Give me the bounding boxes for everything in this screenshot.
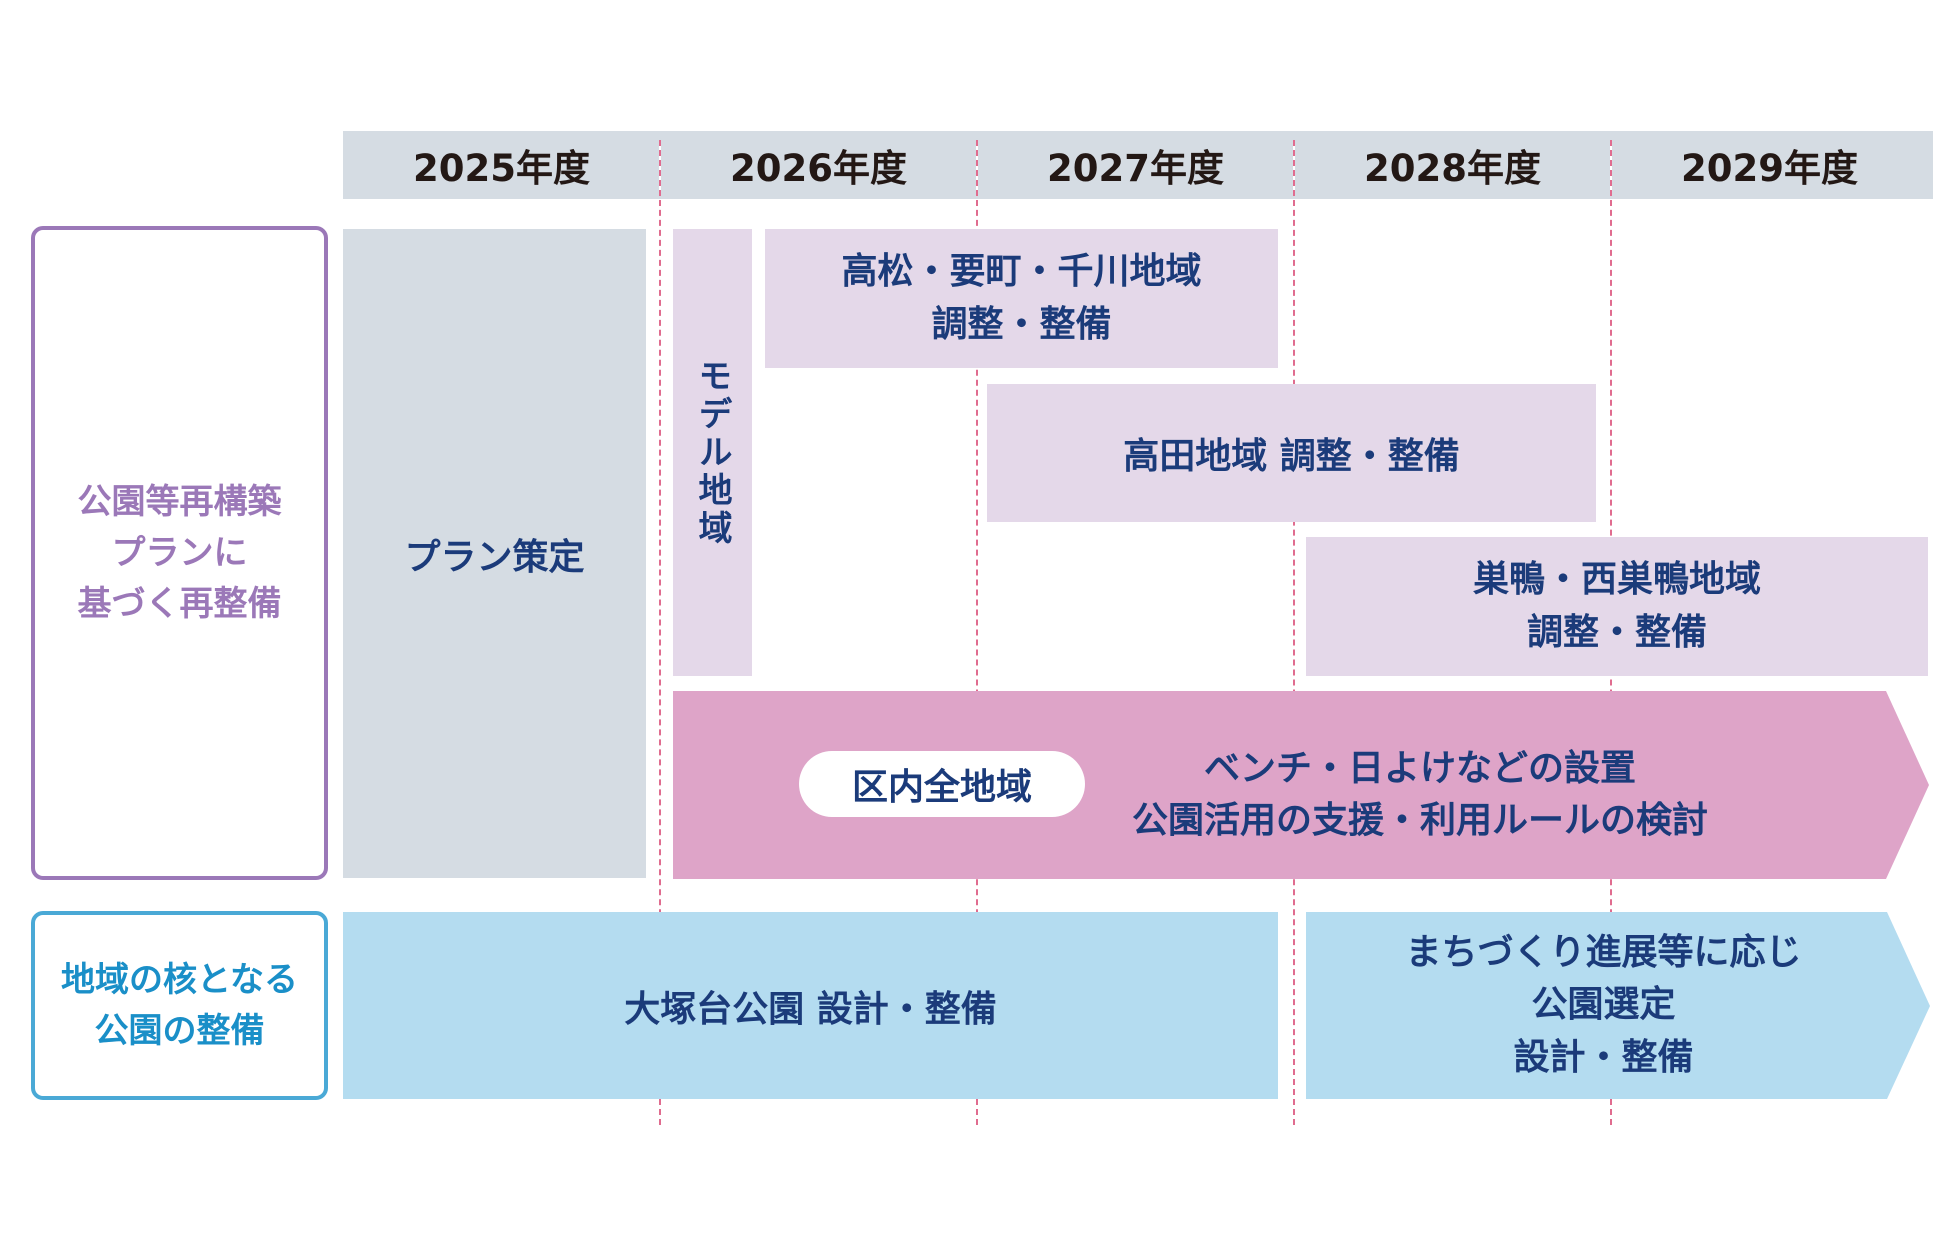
bar-future-label: 公園選定 xyxy=(1531,984,1676,1026)
bar-plan-label: プラン策定 xyxy=(404,536,585,578)
year-divider-line xyxy=(659,140,661,1125)
year-2026: 2026年度 xyxy=(730,147,907,190)
bar-model-area: モデル地域 xyxy=(673,229,752,676)
bar-takamatsu: 高松・要町・千川地域 調整・整備 xyxy=(765,229,1278,368)
year-header-band xyxy=(343,131,1933,199)
year-2027: 2027年度 xyxy=(1047,147,1224,190)
year-2025: 2025年度 xyxy=(413,147,590,190)
row-label-line: 基づく再整備 xyxy=(77,583,282,624)
year-divider-line xyxy=(976,140,978,1125)
bar-takada-label: 高田地域 調整・整備 xyxy=(1123,436,1460,477)
row-label-line: 公園等再構築 xyxy=(77,481,282,522)
bar-all-area-arrow xyxy=(673,691,1929,879)
bar-future-text: まちづくり進展等に応じ 公園選定 設計・整備 xyxy=(1306,912,1901,1099)
bar-sugamo: 巣鴨・西巣鴨地域 調整・整備 xyxy=(1306,537,1928,676)
row-label-core-park: 地域の核となる 公園の整備 xyxy=(31,911,328,1100)
badge-all-area: 区内全地域 xyxy=(799,751,1085,817)
year-divider-line xyxy=(1293,140,1295,1125)
badge-all-area-label: 区内全地域 xyxy=(851,767,1032,808)
bar-future-label: まちづくり進展等に応じ xyxy=(1405,932,1802,974)
row-label-line: 地域の核となる xyxy=(61,959,298,1000)
bar-otsukadai-label: 大塚台公園 設計・整備 xyxy=(624,988,997,1030)
year-2028: 2028年度 xyxy=(1364,147,1541,190)
bar-future-label: 設計・整備 xyxy=(1513,1036,1694,1078)
year-2029: 2029年度 xyxy=(1681,147,1858,190)
bar-plan: プラン策定 xyxy=(343,229,646,878)
bar-otsukadai: 大塚台公園 設計・整備 xyxy=(343,912,1278,1099)
bar-future-arrow xyxy=(1306,912,1930,1099)
bar-all-area-label: ベンチ・日よけなどの設置 xyxy=(1203,747,1636,789)
row-label-line: プランに xyxy=(111,532,248,573)
bar-takada: 高田地域 調整・整備 xyxy=(987,384,1596,522)
bar-sugamo-label: 巣鴨・西巣鴨地域 xyxy=(1472,559,1761,601)
bar-all-area-text: ベンチ・日よけなどの設置 公園活用の支援・利用ルールの検討 xyxy=(1095,732,1745,858)
row-label-line: 公園の整備 xyxy=(94,1010,265,1051)
bar-model-area-label: モデル地域 xyxy=(692,357,732,548)
bar-takamatsu-label: 高松・要町・千川地域 xyxy=(841,251,1202,293)
bar-all-area-label: 公園活用の支援・利用ルールの検討 xyxy=(1131,800,1708,841)
bar-takamatsu-label: 調整・整備 xyxy=(931,303,1112,345)
row-label-park-rebuild: 公園等再構築 プランに 基づく再整備 xyxy=(31,226,328,880)
bar-sugamo-label: 調整・整備 xyxy=(1526,611,1707,653)
